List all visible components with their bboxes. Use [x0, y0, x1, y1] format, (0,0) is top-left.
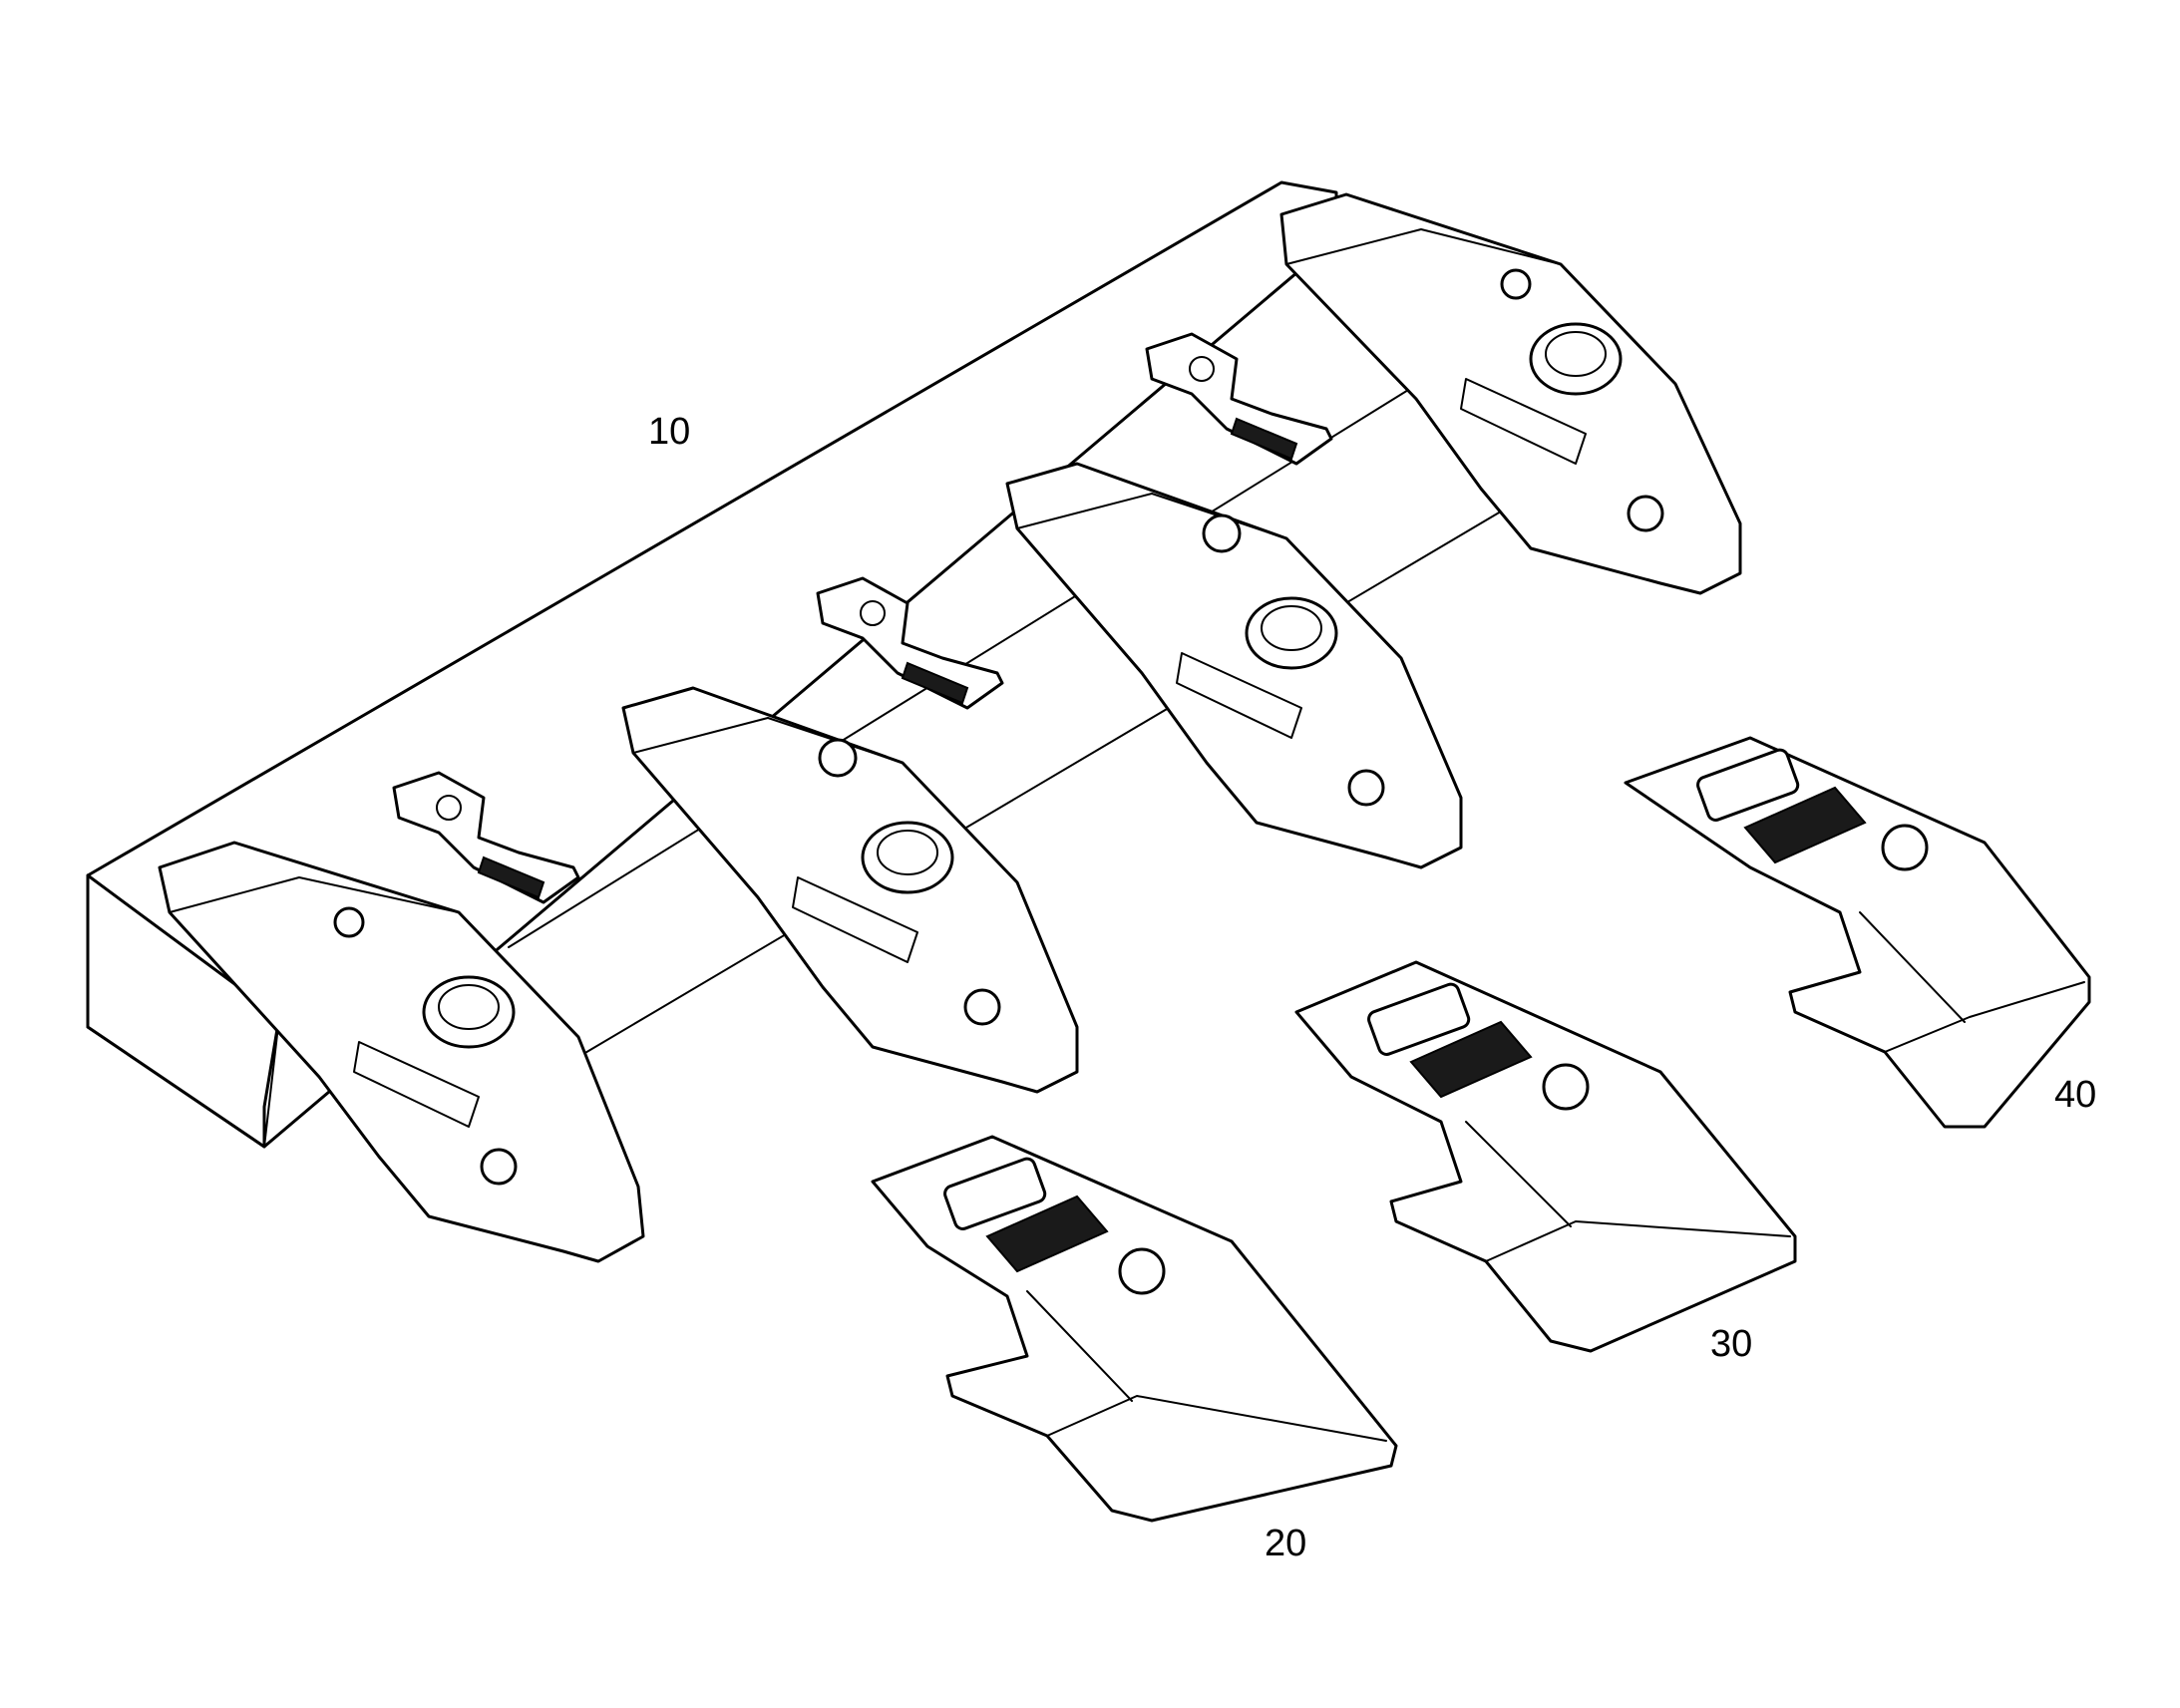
adapter-3: [1005, 462, 1463, 869]
tip-40: [1624, 736, 2091, 1129]
adapter-1: [158, 841, 645, 1263]
ref-numeral-30: 30: [1710, 1323, 1752, 1365]
lock-2: [816, 576, 1004, 710]
lock-3: [1145, 332, 1333, 466]
adapter-4: [1279, 192, 1742, 595]
ref-numeral-20: 20: [1265, 1523, 1306, 1564]
ref-numeral-40: 40: [2054, 1074, 2096, 1116]
ref-numeral-10: 10: [648, 411, 690, 453]
lock-1: [392, 771, 580, 904]
tip-30: [1294, 960, 1797, 1353]
tip-20: [871, 1135, 1398, 1523]
adapter-2: [621, 686, 1079, 1094]
